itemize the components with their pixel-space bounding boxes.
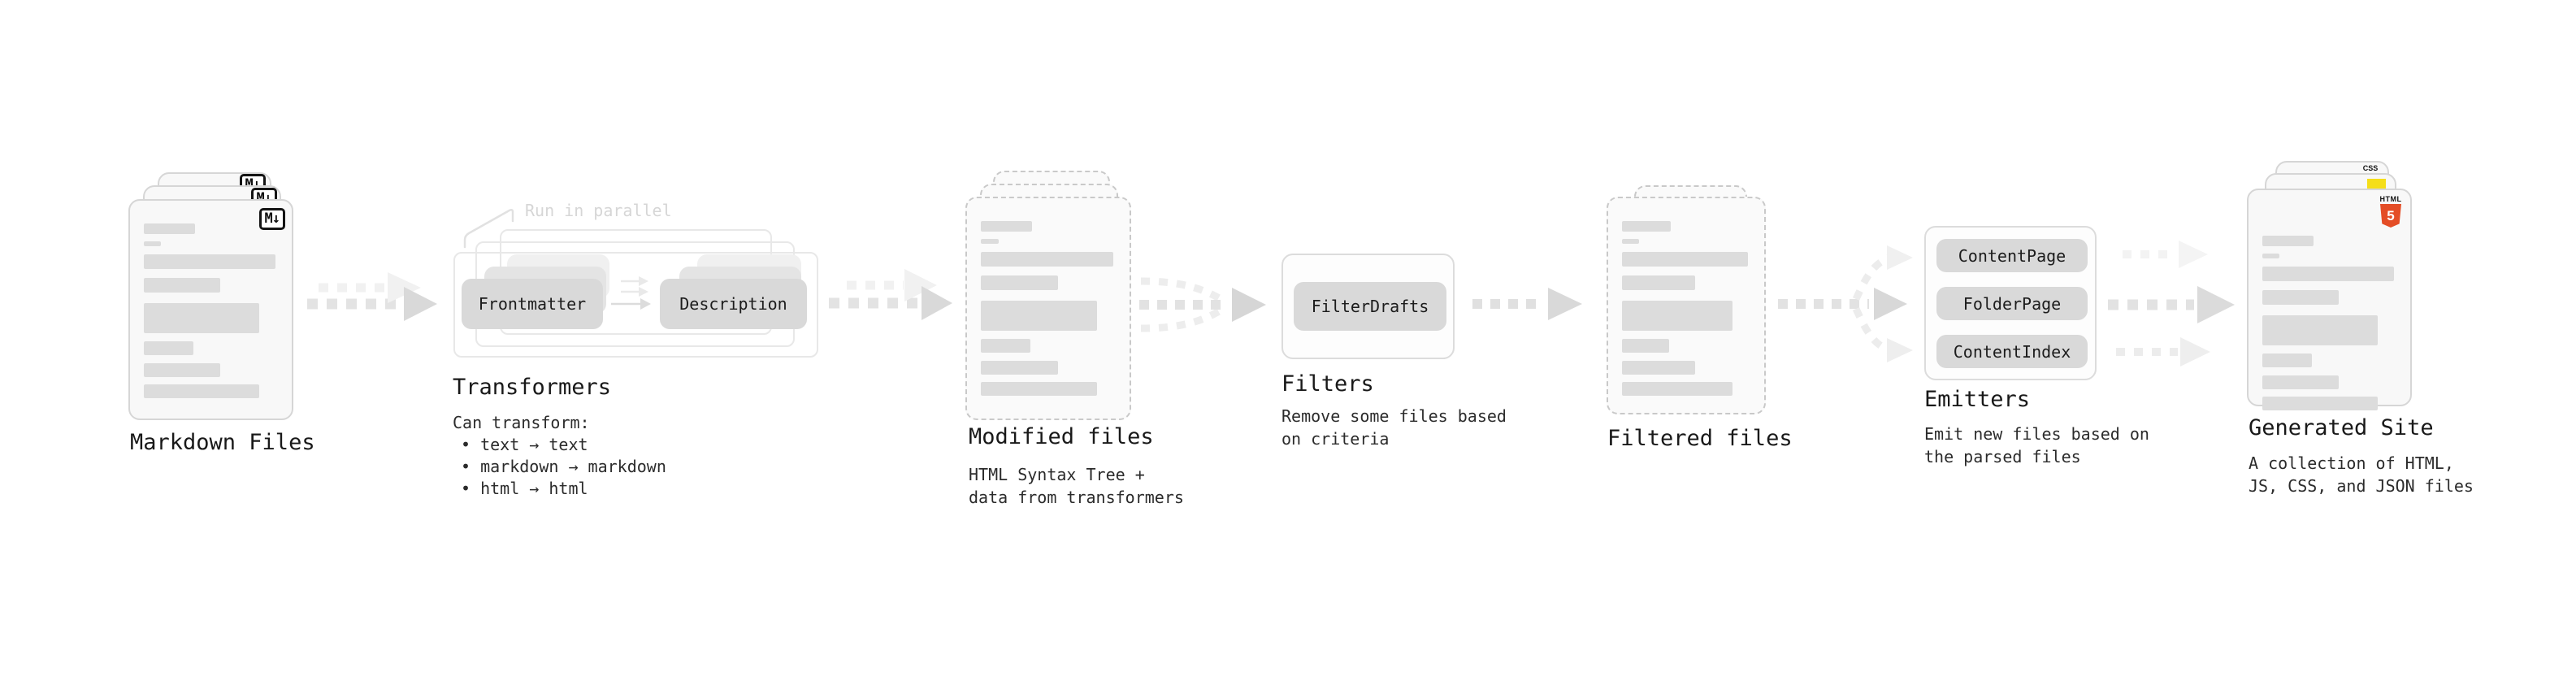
generated-doc-front: HTML 5 <box>2247 189 2412 410</box>
desc-line: the parsed files <box>1924 447 2081 466</box>
frontmatter-pill: Frontmatter <box>462 279 603 329</box>
filterdrafts-pill: FilterDrafts <box>1294 282 1446 331</box>
filtered-doc-front <box>1607 197 1766 414</box>
folderpage-pill: FolderPage <box>1936 287 2088 320</box>
stage-title-filtered-files: Filtered files <box>1607 426 1793 451</box>
doc-content-placeholder <box>981 221 1116 396</box>
stage-desc-generated-site: A collection of HTML, JS, CSS, and JSON … <box>2249 452 2474 497</box>
emitters-panel: ContentPage FolderPage ContentIndex <box>1924 226 2097 380</box>
stage-title-generated-site: Generated Site <box>2249 415 2434 440</box>
desc-line: Can transform: <box>453 413 590 432</box>
javascript-icon <box>2367 179 2386 189</box>
description-pill: Description <box>660 279 807 329</box>
markdown-doc-front: M↓ <box>128 199 293 420</box>
doc-content-placeholder <box>144 223 278 398</box>
markdown-icon: M↓ <box>258 208 285 230</box>
desc-line: • markdown → markdown <box>461 457 666 476</box>
stage-title-filters: Filters <box>1281 371 1374 397</box>
stage-desc-modified-files: HTML Syntax Tree + data from transformer… <box>969 463 1184 509</box>
stage-desc-emitters: Emit new files based on the parsed files <box>1924 423 2149 468</box>
run-in-parallel-annotation: Run in parallel <box>525 201 672 220</box>
desc-line: JS, CSS, and JSON files <box>2249 476 2474 496</box>
modified-doc-front <box>965 197 1131 420</box>
contentindex-pill: ContentIndex <box>1936 335 2088 368</box>
stage-title-markdown-files: Markdown Files <box>130 430 315 455</box>
desc-line: • text → text <box>461 435 588 454</box>
stage-title-emitters: Emitters <box>1924 387 2031 412</box>
desc-line: Emit new files based on <box>1924 424 2149 444</box>
desc-line: HTML Syntax Tree + <box>969 465 1145 484</box>
stage-title-modified-files: Modified files <box>969 424 1154 449</box>
desc-line: data from transformers <box>969 488 1184 507</box>
stage-title-transformers: Transformers <box>453 375 612 400</box>
desc-line: A collection of HTML, <box>2249 453 2454 473</box>
transformer-layer-front <box>453 252 818 358</box>
doc-content-placeholder <box>1622 221 1750 396</box>
doc-content-placeholder <box>2262 236 2396 410</box>
desc-line: • html → html <box>461 479 588 498</box>
desc-line: Remove some files based <box>1281 406 1507 426</box>
html5-icon: HTML 5 <box>2379 195 2402 228</box>
filters-panel: FilterDrafts <box>1281 254 1455 359</box>
desc-line: on criteria <box>1281 429 1390 449</box>
stage-desc-transformers: Can transform: • text → text • markdown … <box>453 412 666 500</box>
stage-desc-filters: Remove some files based on criteria <box>1281 405 1507 450</box>
contentpage-pill: ContentPage <box>1936 239 2088 272</box>
